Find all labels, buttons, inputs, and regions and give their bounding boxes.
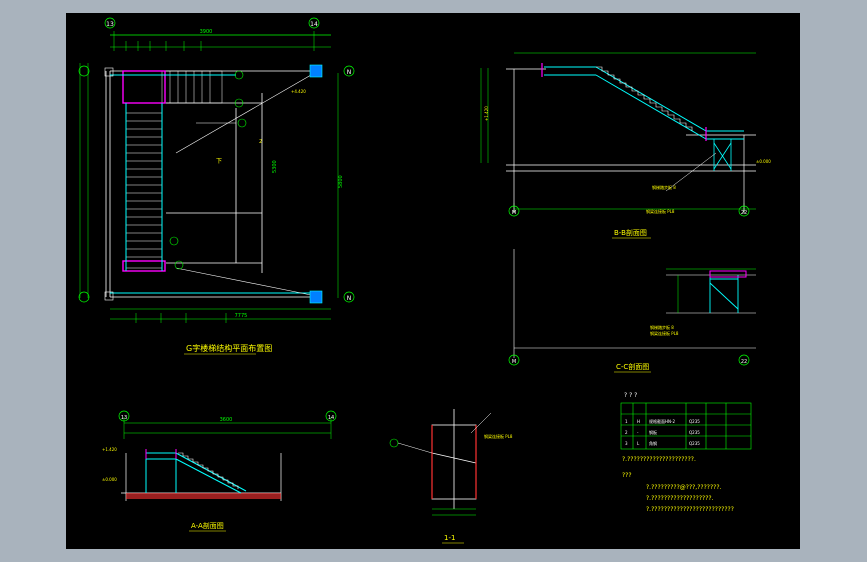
plan-view: 13 14 N N 下 2 3900 7775 5800 5300 +4.420… [78,17,355,355]
axis-label: N [347,69,352,76]
section-a-title: A-A剖面图 [191,521,224,530]
note-plate: 钢梁连接板 PL8 [484,433,513,439]
plan-center-label: 下 [216,158,222,165]
axis-label: 14 [310,21,318,28]
table-cell: H [637,419,640,424]
elev-label: ±0.000 [102,477,117,482]
table-cell: 3 [625,441,628,446]
table-header: ? ? ? [624,392,637,399]
plan-dim: 2 [259,139,262,145]
dim-plan-bottom: 7775 [235,313,248,319]
note-line: ?.?????????????????????????? [646,506,734,513]
table-cell: 1 [625,419,628,424]
note-line: ?.?????????????????????. [622,456,696,463]
notes-heading: ??? [622,472,632,479]
detail-1-view: 钢梁连接板 PL8 1-1 [389,409,513,544]
table-cell: 2 [625,430,628,435]
elev-label: +1.420 [484,106,489,121]
note-line: ?.?????????@???,???????. [646,484,722,491]
drawing-canvas: 13 14 N N 下 2 3900 7775 5800 5300 +4.420… [66,13,800,549]
axis-label: M [512,359,516,365]
note-line: ?.???????????????????. [646,495,714,502]
axis-label: 22 [741,359,747,365]
note-plate: 钢梯踏步板 8 [650,324,674,330]
table-cell: - [637,430,639,435]
section-a-view: 13 14 3600 +1.420 ±0.000 A-A剖面图 [102,410,337,532]
axis-label: 13 [121,415,127,421]
note-plate: 钢梁连接板 PL8 [650,330,679,336]
table-cell: Q235 [689,430,700,435]
table-cell: L [637,441,640,446]
section-b-title: B-B剖面图 [614,228,647,237]
elev-label: ±0.000 [756,159,771,164]
dim-top: 3900 [200,29,213,35]
section-c-view: 钢梯踏步板 8 钢梁连接板 PL8 M 22 C-C剖面图 [508,249,756,373]
dim-plan-right: 5800 [338,175,344,188]
table-cell: 角钢 [649,440,657,446]
table-cell: 钢板 [649,429,657,435]
note-plate: 钢梁连接板 PL8 [646,208,675,214]
axis-label: M [512,210,516,216]
plan-title: G字楼梯结构平面布置图 [186,343,272,353]
detail-title: 1-1 [444,534,455,542]
note-plate: 钢梯踏步板 8 [652,184,676,190]
elev-label: +1.420 [102,447,117,452]
column-marker [309,64,323,78]
axis-label: 13 [106,21,114,28]
axis-label: 14 [328,415,334,421]
table-cell: 规格截面HN-2 [649,418,675,424]
table-cell: Q235 [689,419,700,424]
slab-section [126,493,281,499]
axis-label: N [347,295,352,302]
cad-drawing: 13 14 N N 下 2 3900 7775 5800 5300 +4.420… [78,17,771,544]
dim-a-top: 3600 [220,417,233,423]
material-table: ? ? ? 1 H 规格截面HN-2 Q235 2 - 钢板 Q235 3 L … [620,392,752,513]
section-c-title: C-C剖面图 [616,362,649,371]
axis-label: 22 [741,210,747,216]
column-marker [309,290,323,304]
dim-plan-vert: 5300 [272,160,278,173]
table-cell: Q235 [689,441,700,446]
elev-label: +4.420 [291,89,306,94]
section-b-view: 钢梯踏步板 8 +1.420 ±0.000 钢梁连接板 PL8 M 22 B-B… [480,52,771,239]
